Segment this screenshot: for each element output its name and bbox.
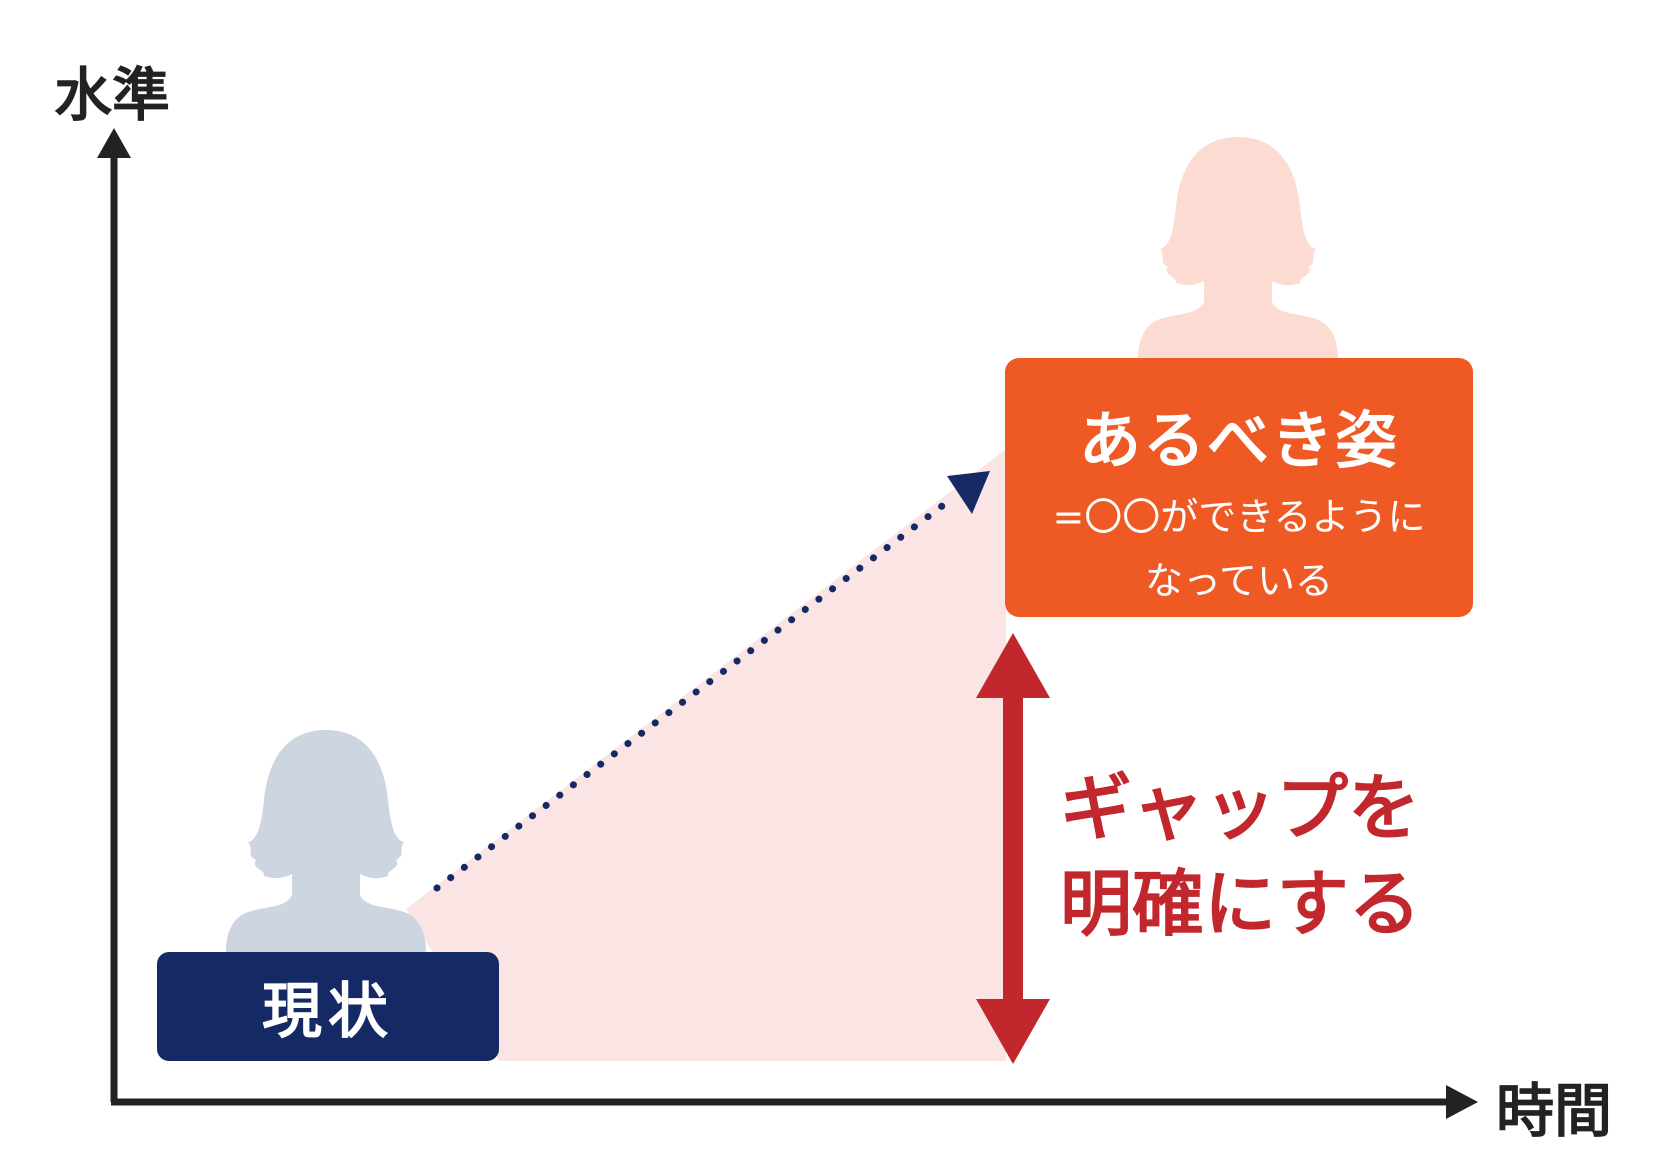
growth-arrowhead <box>947 471 990 514</box>
gap-area <box>406 449 1006 1061</box>
ideal-person-icon <box>1138 137 1338 359</box>
x-axis-arrowhead <box>1446 1085 1478 1119</box>
y-axis-label: 水準 <box>54 61 171 129</box>
gap-arrow-bottom-head <box>976 999 1050 1064</box>
current-person-icon <box>226 730 426 952</box>
gap-text-line1: ギャップを <box>1060 766 1421 850</box>
gap-arrow-shaft <box>1003 690 1023 1005</box>
current-state-label: 現状 <box>262 977 394 1047</box>
gap-text-line2: 明確にする <box>1060 862 1421 946</box>
ideal-state-title: あるべき姿 <box>1078 404 1399 477</box>
ideal-state-box: あるべき姿 =〇〇ができるように なっている <box>1005 358 1473 617</box>
x-axis-label: 時間 <box>1496 1077 1613 1145</box>
ideal-state-line1: =〇〇ができるように <box>1052 495 1426 539</box>
current-state-box: 現状 <box>157 952 499 1061</box>
ideal-state-line2: なっている <box>1144 559 1334 603</box>
gap-text: ギャップを 明確にする <box>1060 760 1421 952</box>
y-axis-arrowhead <box>97 128 131 158</box>
growth-dotted-line <box>433 496 954 892</box>
gap-arrow-top-head <box>976 633 1050 698</box>
